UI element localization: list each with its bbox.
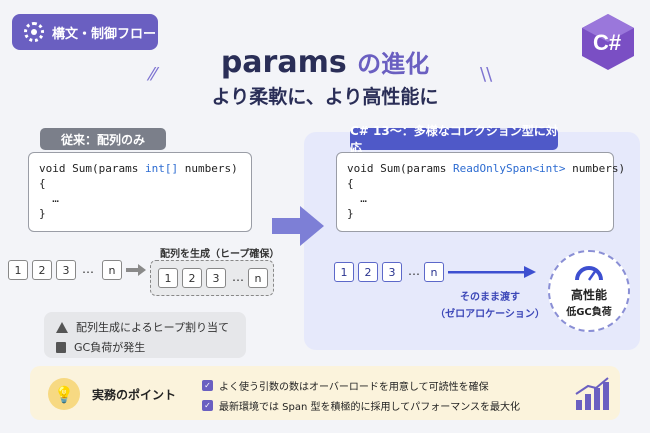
arrow-right-icon [126,264,146,276]
pass-label: そのまま渡す [460,292,520,303]
points-heading: 実務のポイント [92,388,177,402]
modern-label: C# 13～：多様なコレクション型に対応 [350,124,558,155]
sparkle-icon: \\ [480,64,493,85]
code-line: } [39,207,46,220]
practical-points: 💡 実務のポイント ✓ よく使う引数の数はオーバーロードを用意して可読性を確保 ✓… [30,366,620,420]
ellipsis: … [82,262,94,276]
lightbulb-icon: 💡 [48,378,80,410]
arg-cell: 2 [32,260,52,280]
warning-icon [56,321,68,333]
heap-label: 配列を生成（ヒープ確保） [160,249,280,260]
arg-cell: n [424,262,444,282]
title-block: params の進化 より柔軟に、より高性能に [0,44,650,109]
point-text: よく使う引数の数はオーバーロードを用意して可読性を確保 [219,382,489,393]
arg-cell: 2 [358,262,378,282]
code-keyword: ReadOnlySpan<int> [452,162,566,175]
checkbox-icon: ✓ [202,380,213,391]
legacy-label: 従来：配列のみ [40,128,166,150]
heap-cell: n [248,268,268,288]
note-row: 配列生成によるヒープ割り当て [56,319,229,335]
perf-low-gc: 低GC負荷 [566,307,612,318]
title-suffix: の進化 [357,50,430,78]
zero-alloc-label: （ゼロアロケーション） [435,309,545,320]
performance-badge: 高性能 低GC負荷 [548,250,630,332]
sparkle-icon: ⁄⁄ [150,64,157,85]
checkbox-icon: ✓ [202,400,213,411]
ellipsis: … [232,270,244,284]
perf-high: 高性能 [570,288,607,302]
category-badge: 構文・制御フロー [12,14,158,50]
code-line: { [39,177,46,190]
heap-cell: 1 [158,268,178,288]
legacy-code-block: void Sum(params int[] numbers) { …} [28,152,252,232]
subtitle: より柔軟に、より高性能に [211,86,439,108]
arg-cell: 3 [382,262,402,282]
code-keyword: int[] [144,162,179,175]
code-text: numbers) [178,162,238,175]
modern-code-block: void Sum(params ReadOnlySpan<int> number… [336,152,625,232]
csharp-logo: C# [582,14,634,70]
note-text: GC負荷が発生 [74,341,146,354]
heap-cell: 2 [182,268,202,288]
code-text: void Sum(params [347,162,453,175]
point-item: ✓ よく使う引数の数はオーバーロードを用意して可読性を確保 [202,378,489,393]
code-text: void Sum(params [39,162,145,175]
ellipsis: … [408,264,420,278]
code-line: … [39,192,59,205]
transition-arrow-icon [272,206,324,246]
arg-cell: 1 [334,262,354,282]
gear-icon [24,22,44,42]
category-label: 構文・制御フロー [52,26,157,42]
arg-cell: n [102,260,122,280]
arg-cell: 1 [8,260,28,280]
trash-icon [56,341,66,353]
title-main: params [220,45,347,80]
code-line: { [347,177,354,190]
code-text: numbers) [565,162,626,175]
arrow-right-icon [448,266,536,278]
code-line: } [347,207,354,220]
note-row: GC負荷が発生 [56,339,145,355]
arg-cell: 3 [56,260,76,280]
note-text: 配列生成によるヒープ割り当て [76,321,230,334]
logo-text: C# [593,30,621,55]
point-item: ✓ 最新環境では Span 型を積極的に採用してパフォーマンスを最大化 [202,398,520,413]
heap-cell: 3 [206,268,226,288]
point-text: 最新環境では Span 型を積極的に採用してパフォーマンスを最大化 [219,402,521,413]
legacy-notes: 配列生成によるヒープ割り当て GC負荷が発生 [44,312,246,358]
speedometer-icon [575,266,603,281]
growth-chart-icon [575,377,609,410]
code-line: … [347,192,367,205]
